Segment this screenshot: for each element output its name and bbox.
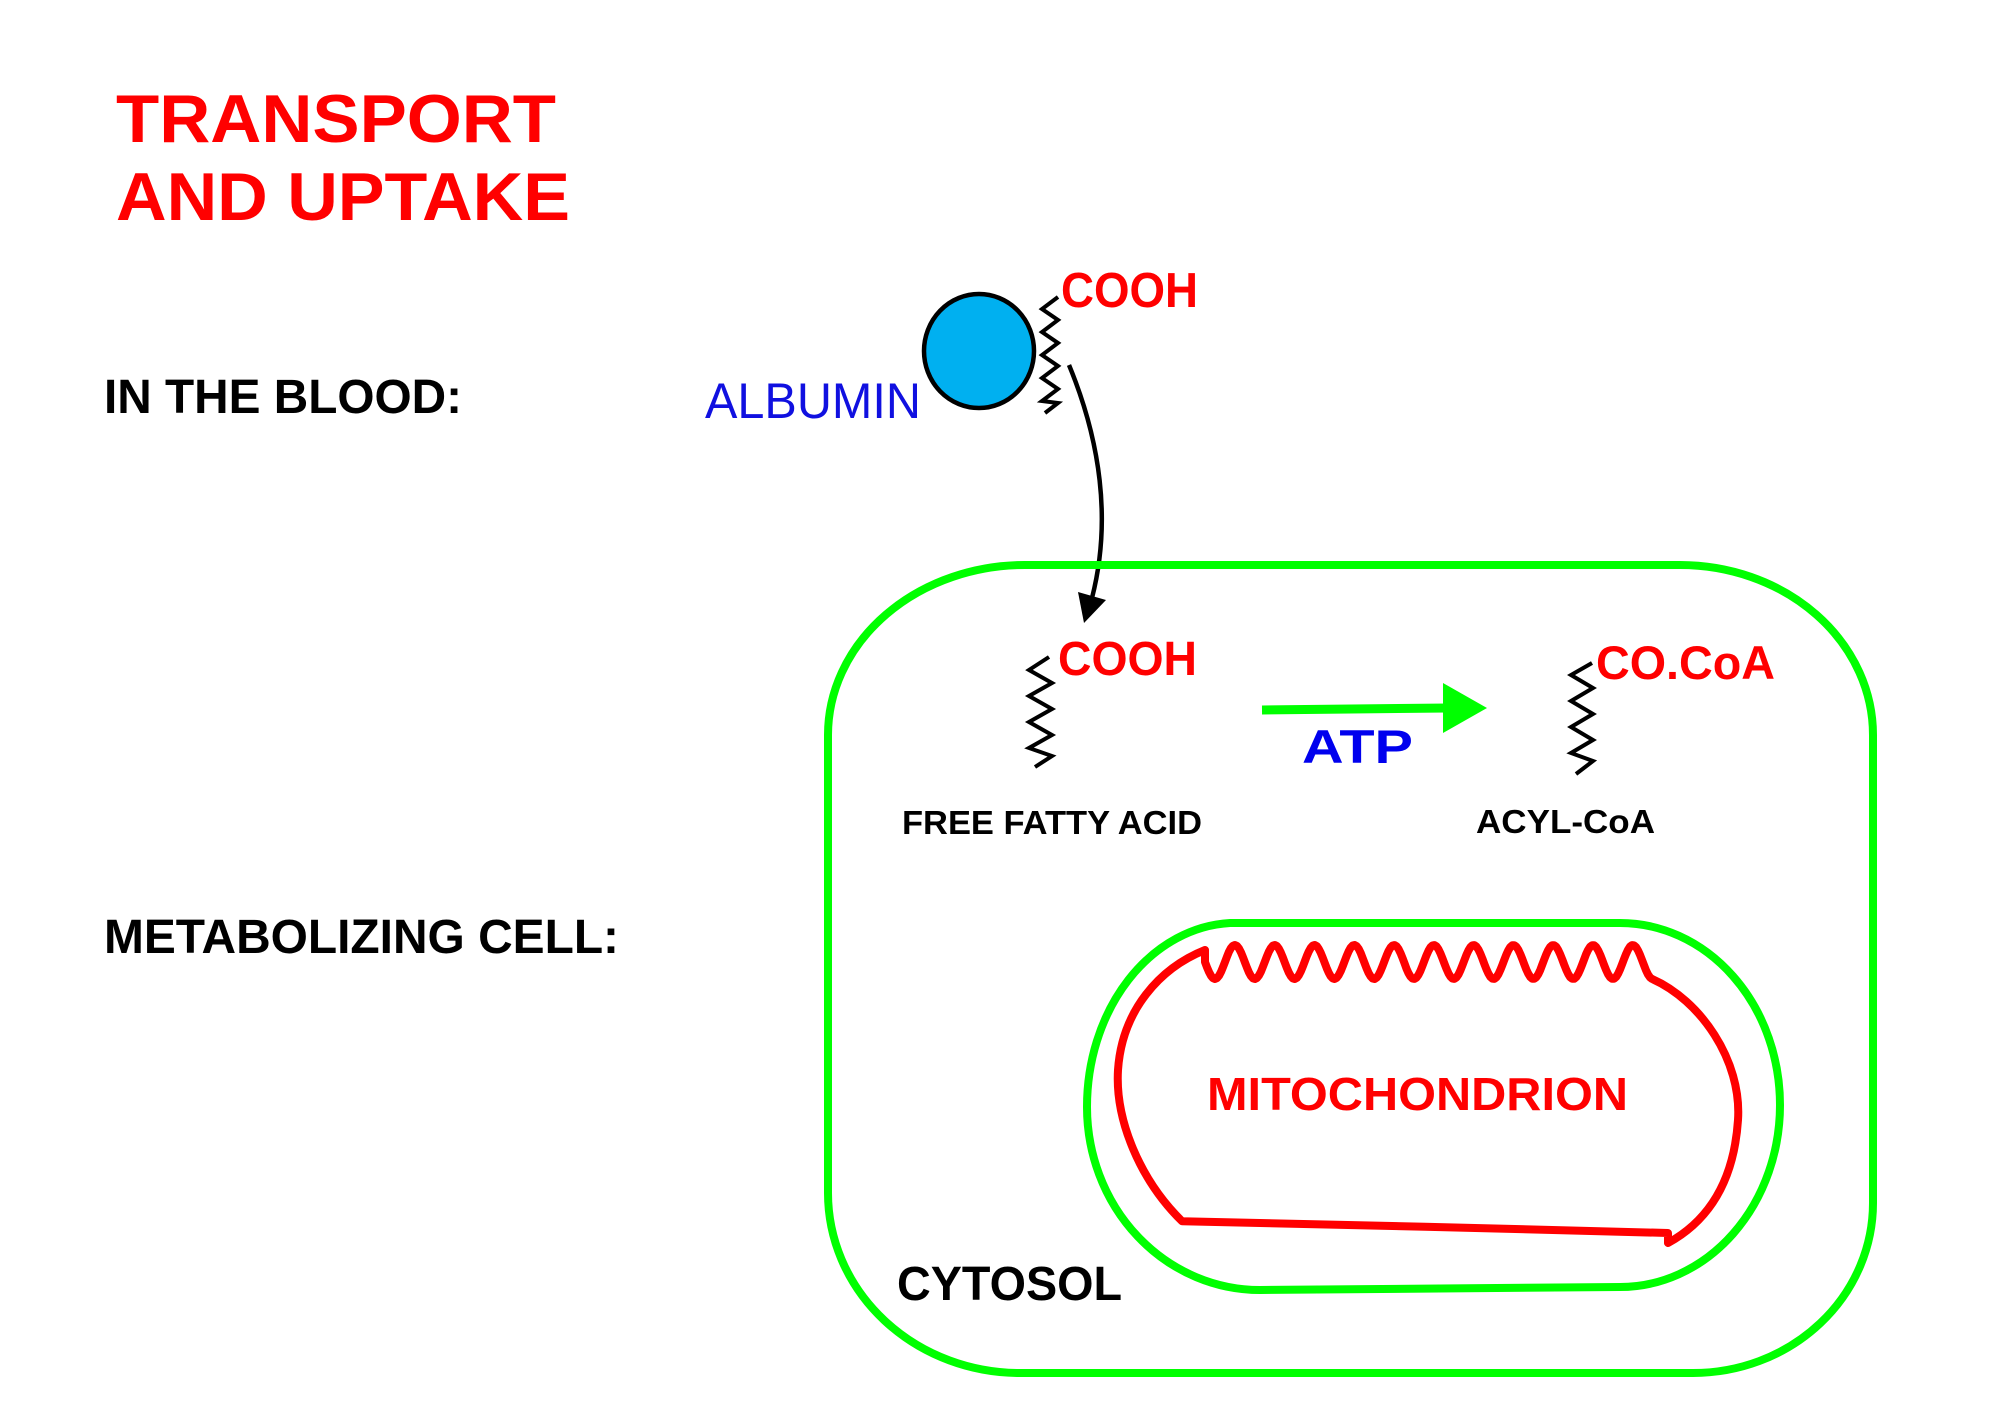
mitochondrion-label: MITOCHONDRION (1207, 1068, 1628, 1120)
bound-fatty-acid-chain (1036, 295, 1064, 415)
mitochondrion: MITOCHONDRION (1082, 919, 1785, 1295)
free-fatty-acid: COOH FREE FATTY ACID (902, 633, 1202, 841)
title-line-2: AND UPTAKE (116, 159, 570, 235)
section-heading-blood: IN THE BLOOD: (104, 371, 462, 424)
activation-arrow-shaft (1261, 703, 1449, 715)
acyl-coa-chain (1566, 661, 1598, 776)
free-fatty-acid-chain (1024, 655, 1057, 769)
activation-arrow-head (1443, 683, 1487, 733)
albumin-label: ALBUMIN (705, 373, 921, 429)
acyl-coa-group-label: CO.CoA (1596, 636, 1775, 689)
uptake-arrow-head (1078, 592, 1106, 623)
cell-membrane (824, 561, 1877, 1377)
albumin-circle (921, 291, 1037, 411)
acyl-coa: CO.CoA ACYL-CoA (1476, 636, 1775, 840)
albumin-complex: ALBUMIN COOH (705, 264, 1198, 429)
acyl-coa-label: ACYL-CoA (1476, 803, 1655, 840)
title-line-1: TRANSPORT (116, 81, 556, 157)
activation-arrow: ATP (1261, 683, 1487, 773)
bound-cooh-label: COOH (1061, 264, 1198, 318)
section-heading-cell: METABOLIZING CELL: (104, 911, 619, 964)
mitochondrion-outer-membrane (1082, 919, 1785, 1295)
free-fatty-acid-cooh-label: COOH (1058, 633, 1197, 686)
mitochondrion-inner-membrane (1113, 941, 1743, 1247)
atp-label: ATP (1302, 720, 1413, 773)
free-fatty-acid-label: FREE FATTY ACID (902, 804, 1202, 841)
uptake-arrow (1066, 364, 1106, 623)
cytosol-label: CYTOSOL (897, 1258, 1122, 1311)
